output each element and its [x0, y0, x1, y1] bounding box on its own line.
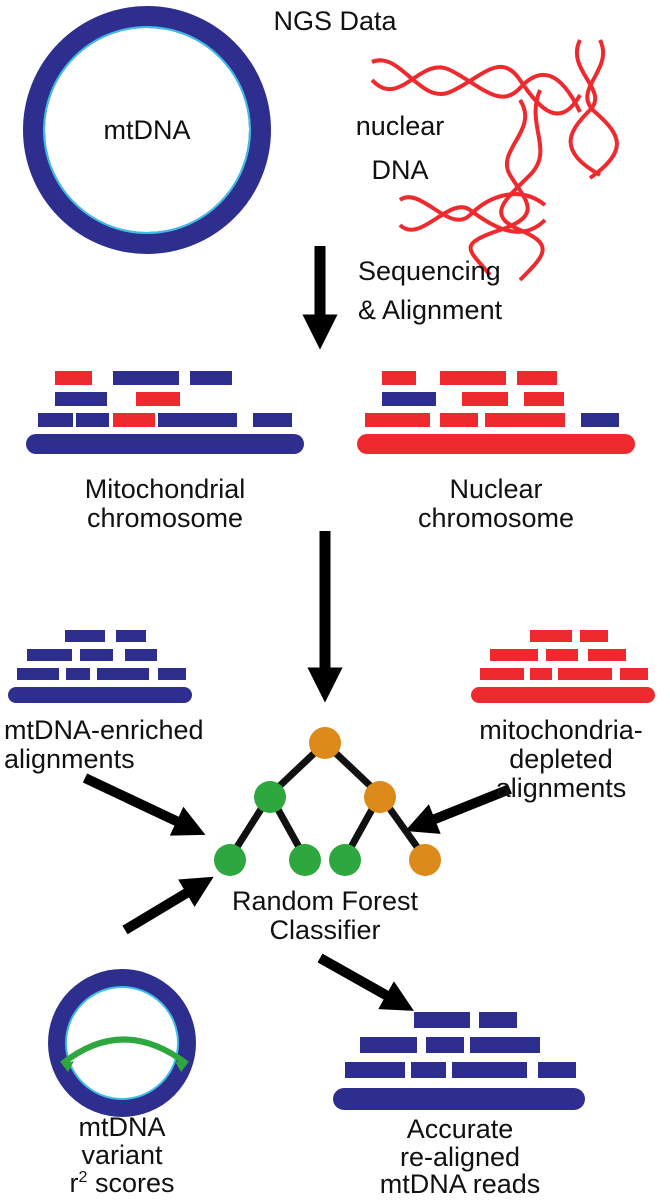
arrow-depleted-to-classifier	[405, 784, 512, 834]
r-superscript: 2	[78, 1169, 88, 1186]
accurate-label-line2: re-aligned	[399, 1142, 521, 1172]
linkage-arc	[60, 1036, 189, 1067]
nuclear-dna-helix	[370, 39, 619, 282]
nuclear-chromosome-label-line1: Nuclear	[449, 474, 543, 504]
tree-leaf	[214, 844, 246, 876]
nuclear-chromosome-stack	[357, 371, 635, 454]
r-symbol: r	[69, 1168, 79, 1198]
depleted-label-line3: alignments	[495, 773, 627, 803]
mito-chromosome-label-line2: chromosome	[86, 503, 244, 533]
tree-node-left	[254, 781, 286, 813]
arrow-enriched-to-classifier	[82, 773, 206, 836]
depleted-label-line1: mitochondria-	[479, 715, 643, 745]
mtdna-ring	[23, 6, 271, 254]
accurate-label-line3: mtDNA reads	[379, 1169, 541, 1199]
sequencing-label-line2: & Alignment	[358, 295, 503, 325]
classifier-label-line2: Classifier	[269, 915, 381, 945]
variant-label-line1: mtDNA	[78, 1112, 166, 1142]
mito-chromosome-stack	[26, 371, 304, 454]
variant-ring	[48, 969, 196, 1117]
random-forest-tree	[214, 727, 441, 876]
depleted-label-line2: depleted	[509, 744, 613, 774]
ngs-data-label: NGS Data	[273, 6, 397, 36]
nuclear-label-line2: DNA	[371, 155, 429, 185]
tree-node-right	[364, 781, 396, 813]
tree-node-root	[309, 727, 341, 759]
tree-leaf	[289, 844, 321, 876]
nuclear-chromosome-label-line2: chromosome	[417, 503, 575, 533]
arrow-variant-to-classifier	[122, 876, 214, 935]
arrow-classifier-to-output	[317, 953, 414, 1011]
tree-leaf	[329, 844, 361, 876]
enriched-label-line1: mtDNA-enriched	[4, 715, 204, 745]
mito-chromosome-label-line1: Mitochondrial	[84, 474, 246, 504]
accurate-label-line1: Accurate	[406, 1114, 514, 1144]
enriched-alignments-stack	[8, 630, 192, 703]
enriched-label-line2: alignments	[4, 744, 135, 774]
tree-leaf	[409, 844, 441, 876]
variant-label-line2: variant	[81, 1140, 163, 1170]
classifier-label-line1: Random Forest	[231, 886, 419, 916]
nuclear-label-line1: nuclear	[355, 111, 445, 141]
mtdna-ring-label: mtDNA	[103, 115, 191, 145]
scores-word: scores	[87, 1168, 175, 1198]
variant-label-line3: r2 scores	[52, 1168, 192, 1199]
realigned-reads-stack	[333, 1012, 585, 1110]
sequencing-label-line1: Sequencing	[358, 256, 501, 286]
depleted-alignments-stack	[471, 630, 655, 703]
